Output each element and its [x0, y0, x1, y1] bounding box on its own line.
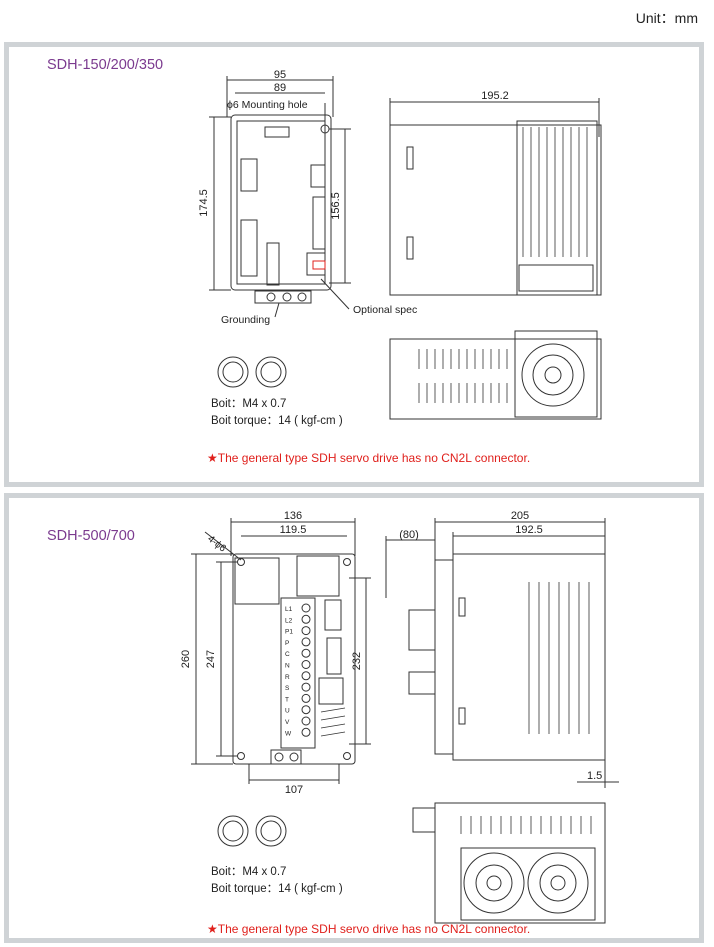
terminal-label: L1 [285, 606, 293, 613]
terminal-screw [301, 716, 311, 726]
dim-offset: 1.5 [587, 770, 602, 782]
callout-grounding: Grounding [221, 314, 270, 326]
terminal-screw [301, 626, 311, 636]
terminal-label: N [285, 663, 290, 670]
terminal-label: L2 [285, 617, 293, 624]
terminal-screw [301, 637, 311, 647]
terminal-label: U [285, 708, 290, 715]
terminal-screw [301, 671, 311, 681]
dim-height-mid: 247 [205, 650, 217, 668]
bolt-size: Boit：M4 x 0.7 [211, 866, 287, 878]
dim-width-outer: 95 [274, 69, 286, 81]
unit-label: Unit：mm [635, 10, 698, 26]
bolt-spec: Boit：M4 x 0.7 Boit torque：14 ( kgf-cm ) [211, 396, 343, 430]
terminal-label: V [285, 719, 290, 726]
bolt-spec: Boit：M4 x 0.7 Boit torque：14 ( kgf-cm ) [211, 864, 343, 898]
dim-depth-inner: 192.5 [515, 524, 543, 536]
terminal-screw [301, 660, 311, 669]
bolt-size: Boit：M4 x 0.7 [211, 398, 287, 410]
star-icon: ★ [207, 922, 218, 936]
terminal-screw [301, 614, 311, 624]
terminal-label: S [285, 685, 290, 692]
terminal-screw [301, 705, 311, 715]
dim-clearance: (80) [399, 529, 419, 541]
dim-height-outer: 174.5 [198, 189, 210, 217]
terminal-label: W [285, 730, 292, 737]
note: ★The general type SDH servo drive has no… [207, 922, 530, 936]
section-sdh-500-700: SDH-500/700 [4, 493, 704, 943]
terminal-label: C [285, 651, 290, 658]
bolt-torque: Boit torque：14 ( kgf-cm ) [211, 883, 343, 895]
dim-width-inner: 119.5 [280, 524, 307, 536]
note-text: The general type SDH servo drive has no … [217, 451, 531, 465]
dim-hole: 4-ϕ6 [205, 534, 228, 555]
terminal-screw [301, 682, 311, 692]
dim-height-inner: 232 [351, 652, 363, 670]
terminal-screw [301, 727, 311, 737]
dim-height-inner: 156.5 [330, 192, 342, 220]
terminal-screw [301, 648, 311, 658]
dim-depth: 195.2 [481, 90, 509, 102]
callout-optional-spec: Optional spec [353, 304, 417, 316]
dim-height-outer: 260 [180, 650, 192, 668]
terminal-label: T [285, 696, 289, 703]
terminal-label: R [285, 674, 290, 681]
terminal-label: P1 [285, 629, 293, 636]
callout-mounting-hole: ϕ6 Mounting hole [227, 99, 308, 111]
terminal-screw [301, 603, 311, 613]
dim-width-outer: 136 [284, 510, 302, 522]
model-title: SDH-150/200/350 [47, 57, 164, 73]
section-sdh-150-200-350: SDH-150/200/350 [4, 42, 704, 487]
terminal-label: P [285, 640, 289, 647]
model-title: SDH-500/700 [47, 528, 135, 544]
note-text: The general type SDH servo drive has no … [217, 922, 531, 936]
star-icon: ★ [207, 451, 218, 465]
terminal-screw [301, 693, 311, 703]
dim-depth-outer: 205 [511, 510, 529, 522]
dim-bottom-width: 107 [285, 784, 303, 796]
bolt-torque: Boit torque：14 ( kgf-cm ) [211, 415, 343, 427]
note: ★The general type SDH servo drive has no… [207, 451, 530, 465]
dimension-drawing: 95 89 195.2 174.5 156.5 ϕ6 Mounting hole… [198, 69, 602, 420]
dim-width-inner: 89 [274, 82, 286, 94]
